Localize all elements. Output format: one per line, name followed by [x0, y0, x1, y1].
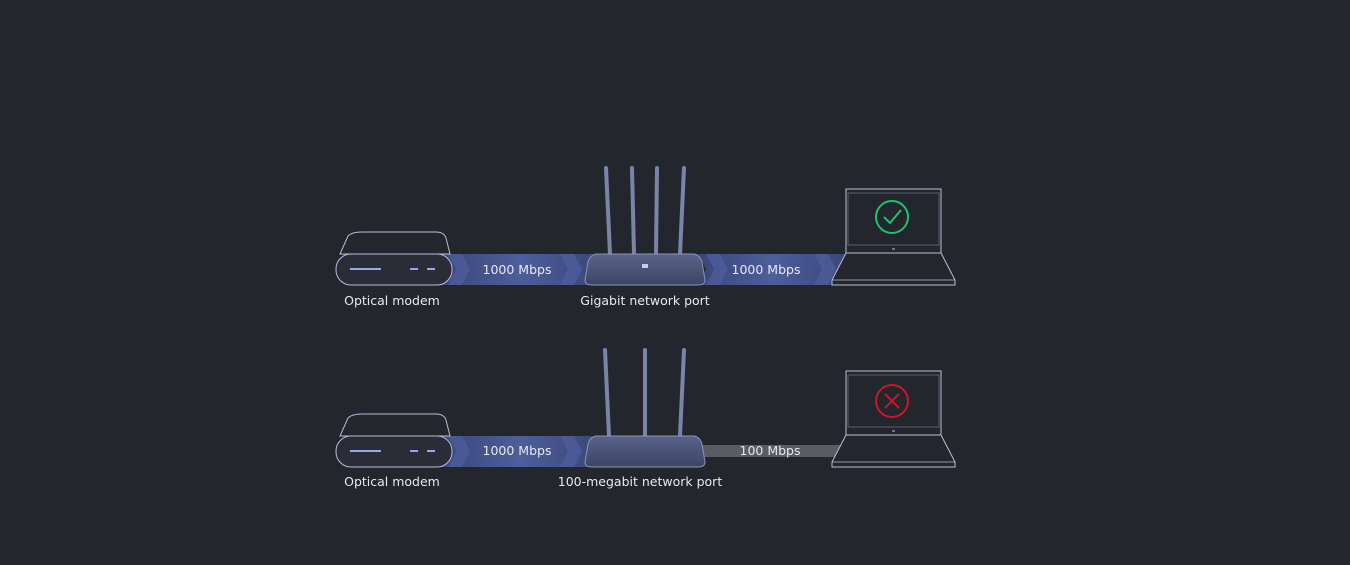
link-band-left	[440, 436, 600, 467]
optical-modem-icon	[335, 231, 453, 286]
x-circle-icon	[875, 384, 909, 418]
speed-label-right: 100 Mbps	[740, 443, 801, 458]
router-label: 100-megabit network port	[558, 474, 723, 489]
speed-label-right: 1000 Mbps	[732, 262, 801, 277]
speed-label-left: 1000 Mbps	[483, 262, 552, 277]
optical-modem-icon	[335, 413, 453, 468]
laptop-icon	[831, 188, 956, 286]
router-label: Gigabit network port	[580, 293, 709, 308]
modem-label: Optical modem	[344, 293, 440, 308]
link-band-right-gray	[700, 445, 842, 457]
speed-label-left: 1000 Mbps	[483, 443, 552, 458]
100-megabit-router-icon	[584, 348, 706, 468]
scenario-row-100-megabit: 1000 Mbps 100 Mbps Optical modem 100-meg…	[335, 348, 956, 489]
gigabit-router-icon	[584, 166, 706, 286]
link-band-left	[440, 254, 600, 285]
link-band-right	[698, 254, 848, 285]
modem-label: Optical modem	[344, 474, 440, 489]
laptop-icon	[831, 370, 956, 468]
scenario-row-gigabit: 1000 Mbps 1000 Mbps Optical modem Gigabi…	[335, 166, 956, 308]
check-circle-icon	[875, 200, 909, 234]
